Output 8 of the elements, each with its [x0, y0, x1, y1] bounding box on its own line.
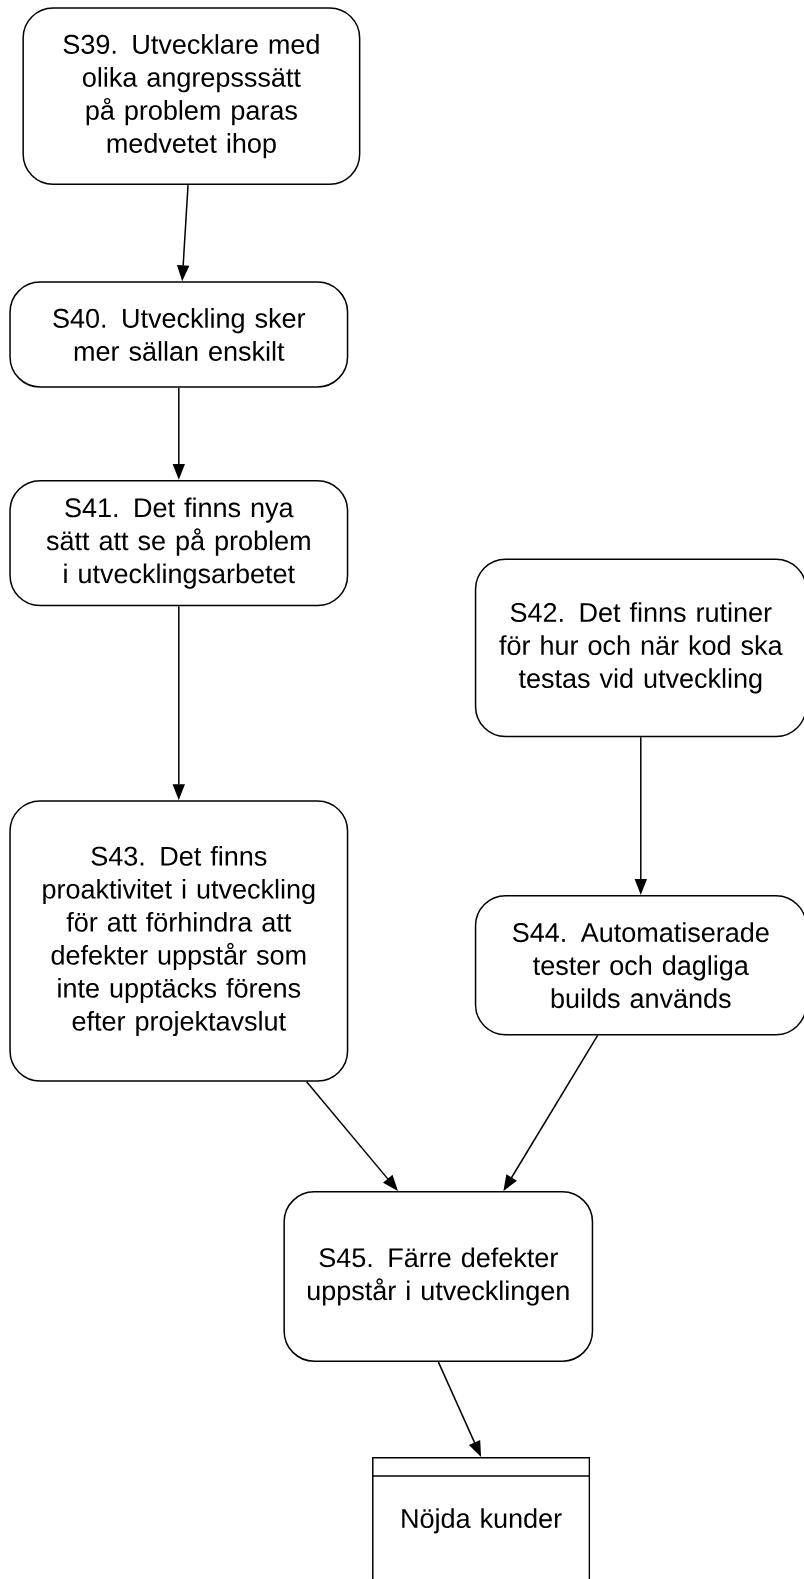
process-box: S42. Det finns rutiner för hur och när kod ska testas vid utveckling — [474, 558, 804, 738]
process-box: S39. Utvecklare med olika angrepsssätt på problem paras medvetet ihop — [22, 7, 361, 186]
process-box: S41. Det finns nya sätt att se på problem i utvecklingsarbetet — [9, 479, 349, 607]
terminal-box: Nöjda kunder — [372, 1457, 591, 1579]
process-box: S44. Automatiserade tester och dagliga builds används — [474, 894, 804, 1036]
process-box: S43. Det finns proaktivitet i utveckling för att förhindra att defekter uppstår som inte upptäcks förens efter projektavslut — [9, 800, 349, 1082]
process-box: S40. Utveckling sker mer sällan enskilt — [9, 281, 349, 388]
process-box: S45. Färre defekter uppstår i utvecklingen — [283, 1191, 594, 1362]
